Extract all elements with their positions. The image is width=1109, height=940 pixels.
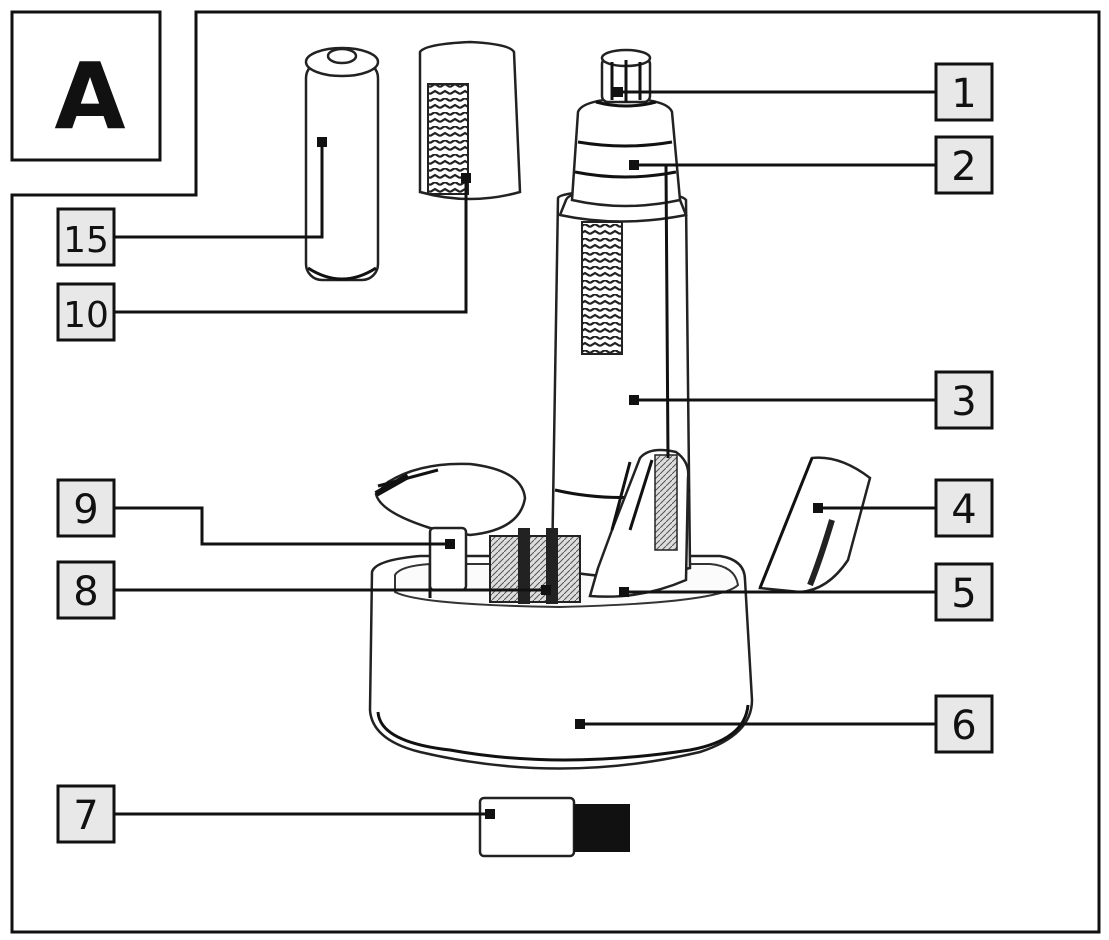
callout-15: 15 — [56, 207, 116, 267]
callout-7: 7 — [56, 784, 116, 844]
callout-3-label: 3 — [951, 379, 976, 425]
gear-unit — [489, 528, 581, 604]
callout-9-label: 9 — [73, 487, 98, 533]
side-attachment — [758, 456, 872, 594]
callout-5: 5 — [934, 562, 994, 622]
callout-8: 8 — [56, 560, 116, 620]
callout-6: 6 — [934, 694, 994, 754]
callout-7-label: 7 — [73, 793, 98, 839]
callout-10-label: 10 — [63, 295, 109, 336]
callout-15-label: 15 — [63, 220, 109, 261]
callout-1-label: 1 — [951, 71, 976, 117]
callout-10: 10 — [56, 282, 116, 342]
battery — [304, 46, 380, 282]
callout-8-label: 8 — [73, 569, 98, 615]
callout-2: 2 — [934, 135, 994, 195]
precision-trimmer — [588, 448, 690, 598]
callout-6-label: 6 — [951, 703, 976, 749]
leader-lines — [115, 90, 936, 816]
cutting-head — [595, 48, 657, 108]
callout-2-label: 2 — [951, 144, 976, 190]
callout-4: 4 — [934, 478, 994, 538]
callout-4-label: 4 — [951, 487, 976, 533]
panel-label: A — [54, 43, 125, 150]
charging-base — [368, 554, 754, 770]
callout-3: 3 — [934, 370, 994, 430]
callout-5-label: 5 — [951, 571, 976, 617]
cleaning-brush — [478, 796, 630, 858]
leader-dots — [317, 87, 823, 819]
figure-frame — [10, 10, 1101, 934]
callout-1: 1 — [934, 62, 994, 122]
panel-label-box — [10, 10, 162, 162]
callout-9: 9 — [56, 478, 116, 538]
